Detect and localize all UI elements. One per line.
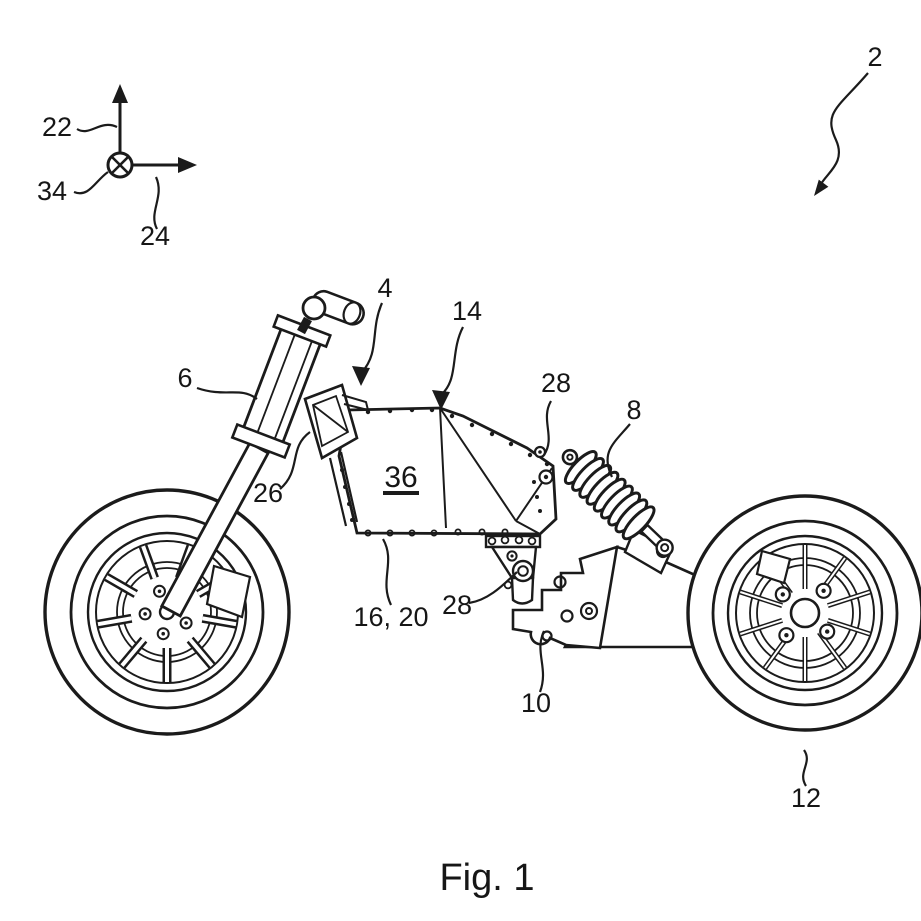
overall-arrowhead — [814, 179, 829, 196]
swingarm-bracket — [511, 545, 619, 650]
ref-label-battery-housing: 36 — [384, 461, 417, 494]
ref-label-mount-upper: 28 — [541, 368, 571, 398]
ref-label-rear-shock: 8 — [626, 395, 641, 425]
ref-label-horizontal-axis: 24 — [140, 221, 170, 251]
figure-caption: Fig. 1 — [439, 857, 534, 899]
ref-label-housing-top: 14 — [452, 296, 482, 326]
ref-label-overall: 2 — [867, 42, 882, 72]
ref-label-front-bracket: 26 — [253, 478, 283, 508]
front-bracket — [303, 383, 370, 527]
housing-top-arrowhead — [432, 390, 450, 410]
ref-label-vertical-axis: 22 — [42, 112, 72, 142]
rear-hub-bolts — [774, 582, 836, 644]
rear-shock-absorber — [561, 448, 674, 557]
leader-lines — [73, 72, 869, 787]
housing-side-bolts — [340, 468, 542, 522]
vertical-axis-arrowhead — [112, 84, 128, 103]
ref-label-front-fork: 6 — [177, 363, 192, 393]
ref-label-mount-lower: 28 — [442, 590, 472, 620]
ref-label-rear-wheel: 12 — [791, 783, 821, 813]
front-hub-bolts — [138, 584, 193, 641]
ref-label-frame: 4 — [377, 273, 392, 303]
front-wheel-spokes — [97, 544, 237, 682]
leader-arrowheads — [352, 179, 829, 410]
rear-wheel — [686, 494, 921, 732]
battery-housing — [337, 406, 558, 537]
ref-label-housing-bottom: 16, 20 — [353, 602, 428, 632]
rear-brake-caliper — [755, 549, 792, 585]
upper-mount-bolts — [533, 445, 554, 485]
front-wheel — [43, 488, 291, 736]
housing-top-bolts — [365, 407, 550, 467]
front-fork — [159, 289, 365, 618]
ref-label-swingarm-bracket: 10 — [521, 688, 551, 718]
front-brake-caliper — [205, 564, 252, 619]
frame-arrowhead — [352, 366, 370, 386]
coordinate-axes — [106, 84, 197, 179]
handlebar — [297, 289, 365, 335]
drive-unit — [484, 534, 542, 605]
fork-lower-clamp — [230, 422, 292, 460]
ref-label-axis-origin: 34 — [37, 176, 67, 206]
housing-bottom-bolts — [364, 528, 509, 537]
drive-unit-bolts — [487, 535, 537, 546]
horizontal-axis-arrowhead — [178, 157, 197, 173]
